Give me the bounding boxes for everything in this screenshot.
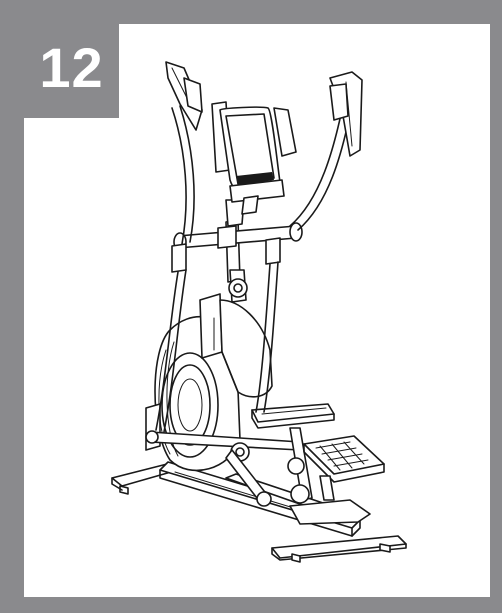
- step-number: 12: [39, 36, 104, 99]
- crank-linkage: [145, 430, 301, 507]
- device-holder: [211, 101, 297, 215]
- step-badge: 12: [24, 24, 119, 118]
- upright-mast: [225, 199, 248, 303]
- rear-stabilizer: [271, 535, 407, 563]
- left-moving-arm: [155, 61, 203, 433]
- elliptical-trainer-illustration: [24, 24, 490, 597]
- flywheel-housing: [145, 293, 273, 472]
- right-moving-arm: [255, 71, 363, 413]
- pedal-grip-pattern: [315, 441, 369, 471]
- pedal-front: [251, 403, 335, 504]
- pedal-rear: [303, 435, 385, 501]
